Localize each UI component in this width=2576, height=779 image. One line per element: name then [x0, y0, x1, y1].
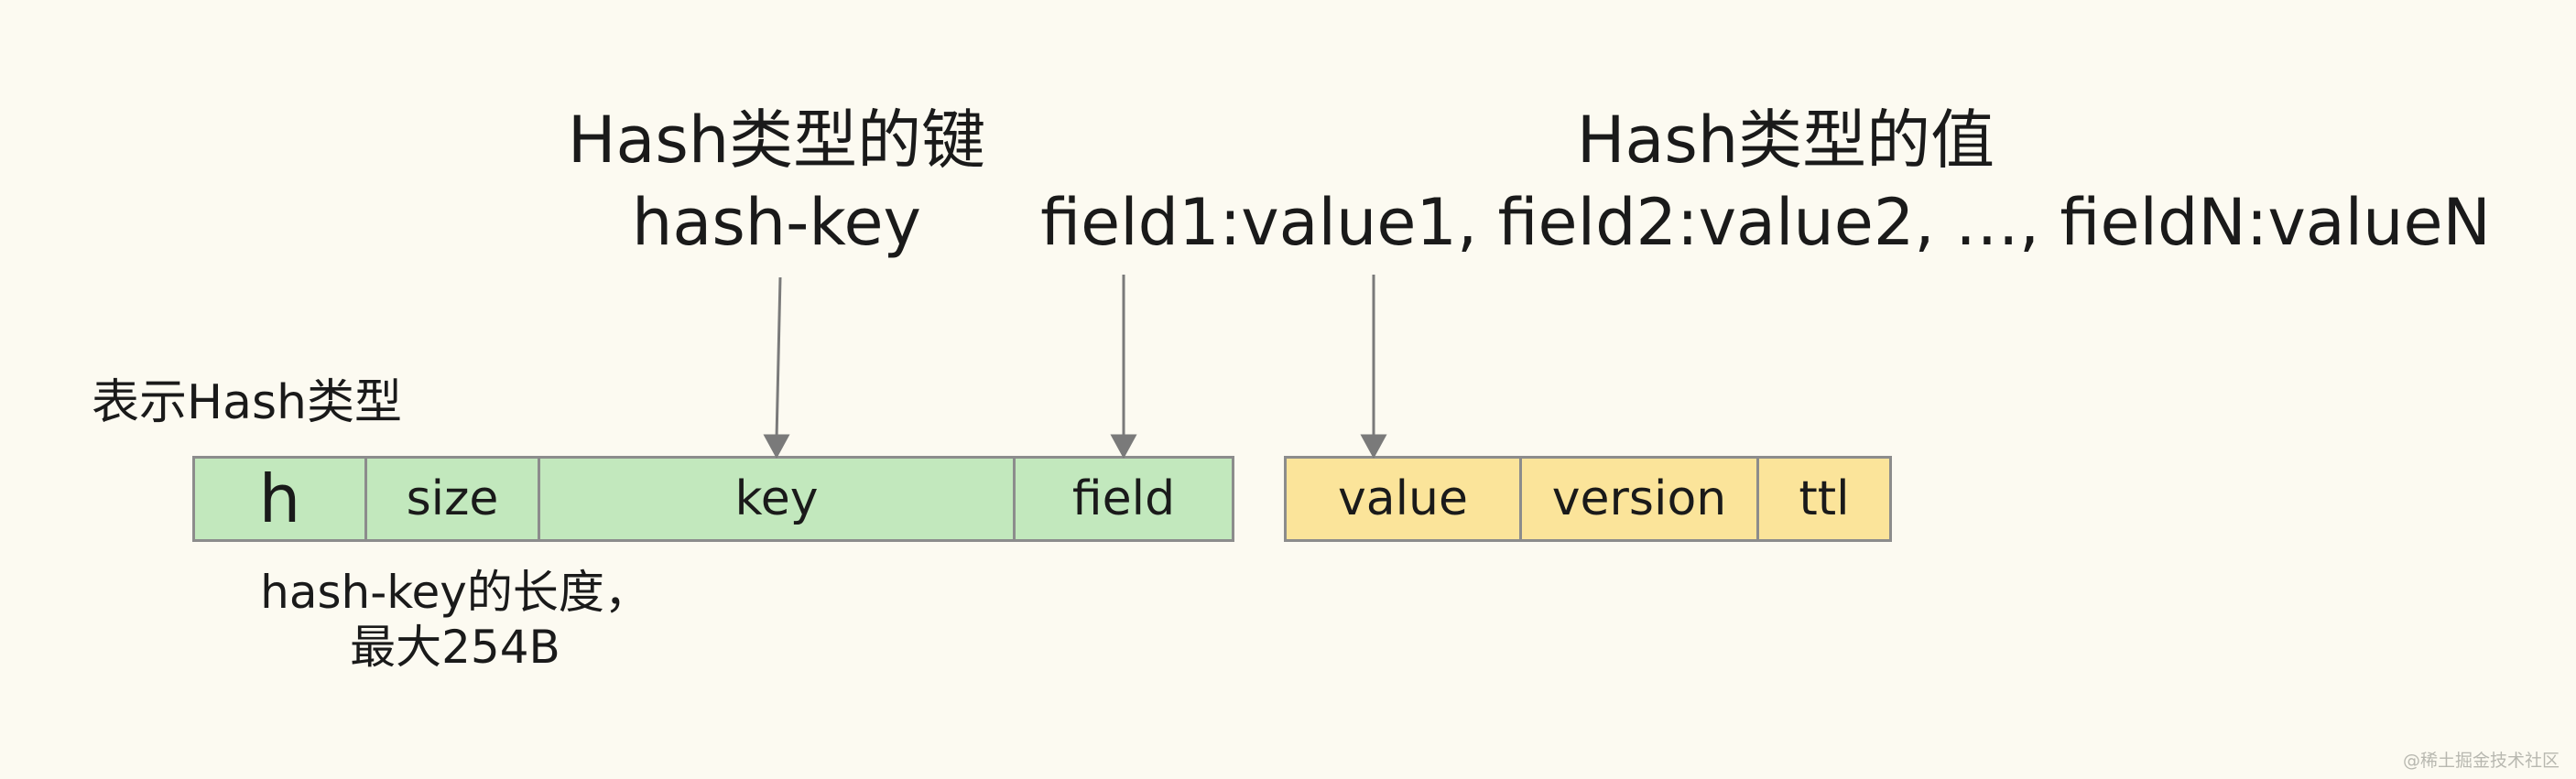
key-cell-key: key — [538, 456, 1016, 542]
size-note-line1: hash-key的长度， — [260, 566, 650, 619]
key-cell-size: size — [364, 456, 540, 542]
size-note-line2: 最大254B — [350, 621, 560, 674]
key-cell-field: field — [1013, 456, 1234, 542]
value-cell-version: version — [1519, 456, 1759, 542]
value-cell-ttl: ttl — [1756, 456, 1892, 542]
value-content: field1:value1, field2:value2, …, fieldN:… — [1040, 185, 2491, 260]
arrow-head-field — [1110, 434, 1137, 460]
watermark: @稀土掘金技术社区 — [2402, 751, 2560, 771]
size-note: hash-key的长度， 最大254B — [260, 565, 650, 675]
arrow-head-key — [763, 434, 790, 460]
arrow-to-key — [775, 276, 782, 440]
key-name: hash-key — [632, 185, 921, 260]
arrow-head-value — [1360, 434, 1387, 460]
value-cell-value: value — [1284, 456, 1522, 542]
type-label: 表示Hash类型 — [92, 375, 403, 430]
value-title: Hash类型的值 — [1576, 103, 1995, 178]
key-title: Hash类型的键 — [567, 103, 986, 178]
key-cell-h: h — [192, 456, 367, 542]
